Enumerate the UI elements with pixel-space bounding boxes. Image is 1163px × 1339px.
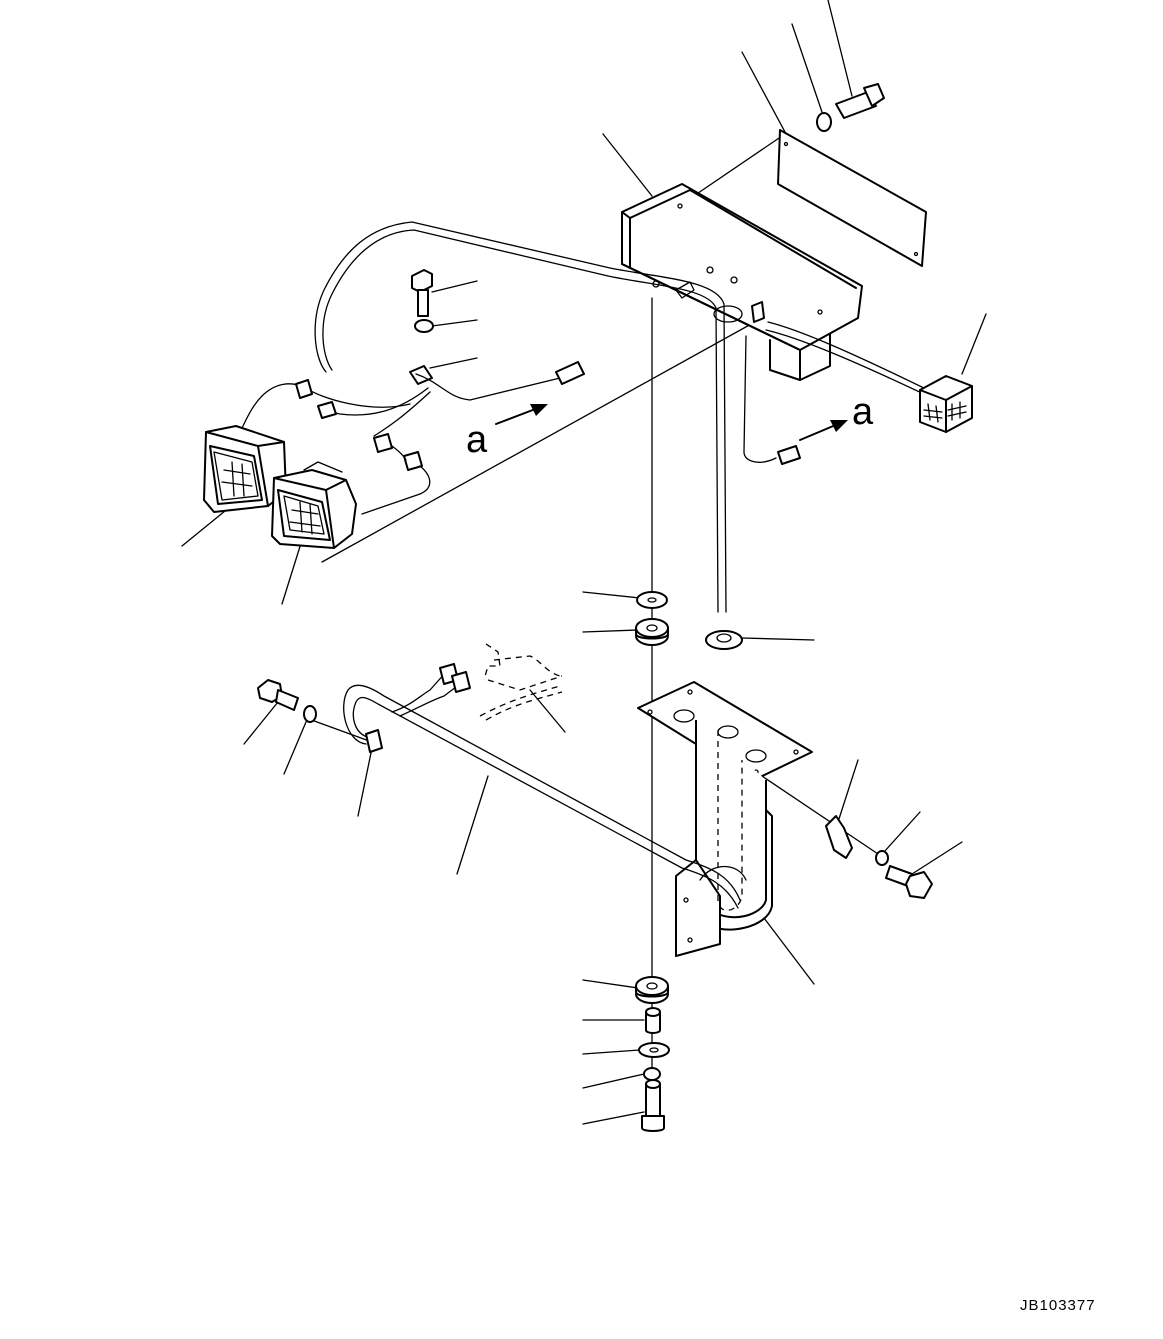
bottom-bolt-icon — [641, 1079, 665, 1132]
leader-lines — [181, 0, 987, 1125]
upper-bracket-icon — [621, 183, 863, 381]
clamp-washer-icon — [414, 319, 434, 333]
clip-icon — [825, 815, 853, 859]
upper-harness-icon — [314, 221, 929, 613]
mount-rubber-1-icon — [635, 618, 669, 646]
top-bolt-icon — [835, 83, 885, 119]
drawing-code: JB103377 — [1020, 1297, 1096, 1314]
washer-3-icon — [643, 1067, 661, 1081]
view-arrow-2-icon — [799, 420, 848, 441]
mount-rubber-2-icon — [635, 976, 669, 1004]
washer-1-icon — [636, 591, 668, 609]
lower-harness-icon — [343, 663, 741, 909]
collar-icon — [645, 1007, 661, 1034]
work-lamp-1-icon — [203, 425, 287, 513]
clamp-icon — [409, 365, 433, 385]
clamp-bolt-icon — [411, 269, 433, 317]
existing-harness-icon — [479, 643, 563, 721]
view-marker-2: a — [852, 391, 874, 433]
top-washer-icon — [816, 112, 832, 132]
clip-bolt-icon — [885, 865, 933, 899]
view-arrow-1-icon — [495, 404, 548, 425]
harness-bolt-icon — [257, 679, 299, 711]
harness-washer-icon — [303, 705, 317, 723]
cover-plate-icon — [777, 129, 927, 267]
grommet-icon — [705, 630, 743, 650]
view-marker-1: a — [466, 419, 488, 461]
lower-bracket-icon — [637, 681, 813, 957]
clip-washer-icon — [875, 850, 889, 866]
work-lamp-2-icon — [271, 461, 357, 549]
relay-box-icon — [919, 375, 973, 433]
washer-2-icon — [638, 1042, 670, 1058]
lamp-wiring-icon — [241, 361, 585, 515]
